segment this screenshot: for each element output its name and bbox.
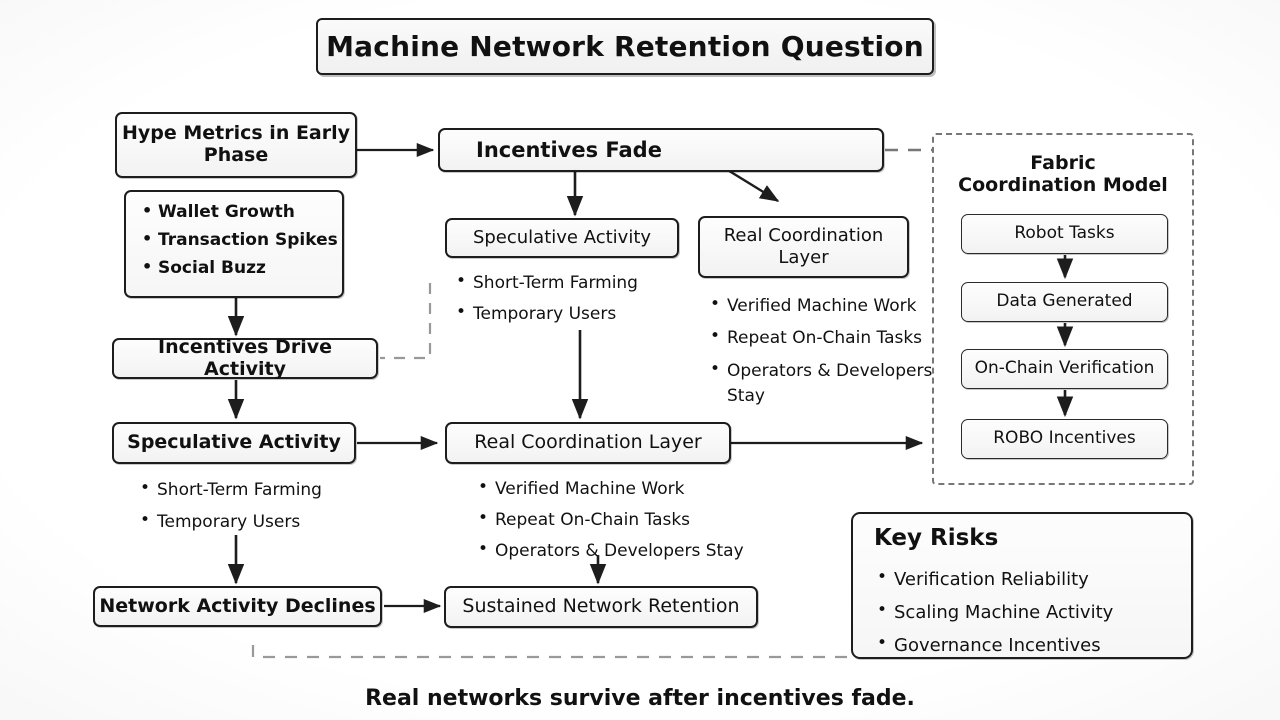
list-item: Wallet Growth bbox=[140, 201, 328, 222]
speculative-left-bullets: Short-Term Farming Temporary Users bbox=[137, 472, 387, 538]
node-incentives-fade[interactable]: Incentives Fade bbox=[438, 128, 884, 172]
fabric-panel-title: Fabric Coordination Model bbox=[932, 152, 1194, 197]
node-sustained-network-retention-label: Sustained Network Retention bbox=[462, 595, 740, 618]
real-layer-bullets: Verified Machine Work Repeat On-Chain Ta… bbox=[475, 472, 775, 567]
node-incentives-drive-activity-label: Incentives Drive Activity bbox=[158, 335, 332, 380]
node-speculative-activity-left[interactable]: Speculative Activity bbox=[112, 422, 356, 464]
key-risks-title: Key Risks bbox=[874, 525, 998, 551]
node-data-generated[interactable]: Data Generated bbox=[961, 282, 1168, 322]
node-incentives-fade-label: Incentives Fade bbox=[476, 137, 662, 162]
list-item: Verification Reliability bbox=[874, 561, 1184, 596]
node-data-generated-label: Data Generated bbox=[996, 291, 1133, 312]
node-hype-bullets[interactable]: Wallet Growth Transaction Spikes Social … bbox=[124, 190, 344, 298]
hype-bullet-list: Wallet Growth Transaction Spikes Social … bbox=[140, 201, 338, 278]
list-item: Repeat On-Chain Tasks bbox=[475, 503, 775, 536]
node-hype-metrics-label: Hype Metrics in Early Phase bbox=[121, 122, 351, 166]
real-layer-small-bullets: Verified Machine Work Repeat On-Chain Ta… bbox=[707, 288, 937, 409]
node-on-chain-verification-label: On-Chain Verification bbox=[974, 358, 1155, 379]
list-item: Social Buzz bbox=[140, 257, 328, 278]
list-item: Operators & Developers Stay bbox=[707, 357, 937, 409]
node-speculative-activity-mid[interactable]: Speculative Activity bbox=[445, 218, 679, 258]
fabric-coordination-panel bbox=[932, 133, 1194, 485]
node-robo-incentives[interactable]: ROBO Incentives bbox=[961, 419, 1168, 459]
list-item: Repeat On-Chain Tasks bbox=[707, 320, 937, 354]
node-robot-tasks-label: Robot Tasks bbox=[1014, 223, 1115, 244]
node-sustained-network-retention[interactable]: Sustained Network Retention bbox=[444, 586, 758, 628]
dashed-bottom-to-key-risks bbox=[251, 645, 851, 659]
list-item: Scaling Machine Activity bbox=[874, 594, 1184, 629]
key-risks-list: Verification Reliability Scaling Machine… bbox=[874, 561, 1184, 662]
fabric-panel-title-line2: Coordination Model bbox=[958, 174, 1168, 197]
node-incentives-drive-activity[interactable]: Incentives Drive Activity bbox=[112, 335, 378, 380]
list-item: Transaction Spikes bbox=[140, 229, 338, 250]
list-item: Governance Incentives bbox=[874, 627, 1184, 662]
node-robot-tasks[interactable]: Robot Tasks bbox=[961, 214, 1168, 254]
footer-caption: Real networks survive after incentives f… bbox=[365, 686, 915, 711]
node-on-chain-verification[interactable]: On-Chain Verification bbox=[961, 349, 1168, 389]
list-item: Verified Machine Work bbox=[707, 288, 937, 322]
fabric-panel-title-line1: Fabric bbox=[1030, 152, 1096, 174]
node-real-coordination-layer-small[interactable]: Real Coordination Layer bbox=[698, 216, 909, 278]
node-speculative-activity-left-label: Speculative Activity bbox=[127, 431, 341, 454]
list-item: Short-Term Farming bbox=[453, 266, 703, 299]
node-real-coordination-layer-label: Real Coordination Layer bbox=[474, 431, 702, 454]
node-speculative-activity-mid-label: Speculative Activity bbox=[472, 226, 652, 248]
node-real-coordination-layer-small-label: Real Coordination Layer bbox=[723, 224, 884, 269]
node-network-activity-declines-label: Network Activity Declines bbox=[99, 594, 376, 617]
list-item: Short-Term Farming bbox=[137, 472, 387, 506]
list-item: Temporary Users bbox=[453, 297, 703, 330]
speculative-mid-bullets: Short-Term Farming Temporary Users bbox=[453, 266, 703, 330]
list-item: Temporary Users bbox=[137, 504, 387, 538]
dashed-speculative-to-incentives-drive bbox=[380, 283, 432, 360]
node-hype-metrics[interactable]: Hype Metrics in Early Phase bbox=[115, 112, 357, 178]
key-risks-title-label: Key Risks bbox=[874, 525, 999, 551]
page-title: Machine Network Retention Question bbox=[316, 18, 934, 75]
node-network-activity-declines[interactable]: Network Activity Declines bbox=[93, 586, 382, 627]
node-robo-incentives-label: ROBO Incentives bbox=[993, 428, 1136, 449]
list-item: Verified Machine Work bbox=[475, 472, 775, 505]
list-item: Operators & Developers Stay bbox=[475, 534, 775, 567]
node-real-coordination-layer[interactable]: Real Coordination Layer bbox=[445, 422, 731, 464]
